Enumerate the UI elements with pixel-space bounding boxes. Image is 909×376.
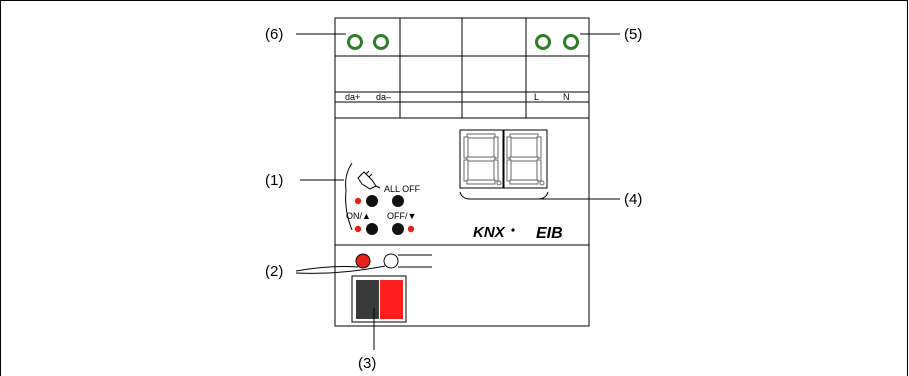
switch-dark-half[interactable]	[356, 280, 379, 319]
digit-frame-right	[502, 129, 548, 189]
digit-frame-left	[459, 129, 505, 189]
all-off-label: ALL OFF	[384, 184, 421, 194]
knx-logo: KNX	[473, 224, 506, 241]
manual-hand-icon	[357, 170, 381, 190]
callout-5: (5)	[624, 26, 642, 43]
terminal-label-da-minus: da–	[376, 92, 391, 102]
status-led-off	[383, 253, 399, 269]
on-up-label: ON/▲	[346, 211, 371, 221]
status-led-red	[355, 253, 371, 269]
terminal-da-minus-screw[interactable]	[373, 34, 389, 50]
slide-switch[interactable]	[351, 275, 407, 323]
led-manual	[354, 197, 362, 205]
callout-3: (3)	[358, 355, 376, 372]
callout-6: (6)	[265, 26, 283, 43]
terminal-da-plus-screw[interactable]	[347, 34, 363, 50]
terminal-label-da-plus: da+	[345, 92, 360, 102]
off-down-label: OFF/▼	[387, 211, 416, 221]
digit-right	[506, 133, 545, 186]
seven-segment-display	[459, 129, 549, 200]
terminal-label-l: L	[534, 92, 539, 102]
device-body	[334, 17, 590, 327]
terminal-screws	[347, 34, 579, 50]
callout-1: (1)	[265, 172, 283, 189]
controls-bracket	[345, 162, 353, 231]
callout-lines	[295, 33, 620, 350]
eib-logo: EIB	[536, 225, 563, 242]
display-bracket	[459, 191, 549, 200]
all-off-button[interactable]	[392, 195, 404, 207]
manual-button[interactable]	[366, 195, 378, 207]
led-off	[407, 225, 415, 233]
led-on	[354, 225, 362, 233]
terminal-label-n: N	[563, 92, 570, 102]
terminal-n-screw[interactable]	[563, 34, 579, 50]
control-panel: ALL OFF ON/▲ OFF/▼	[345, 162, 421, 235]
on-up-button[interactable]	[366, 223, 378, 235]
switch-red-half[interactable]	[380, 280, 403, 319]
callout-line-2b	[295, 265, 386, 274]
terminal-l-screw[interactable]	[535, 34, 551, 50]
digit-left	[463, 133, 502, 186]
callout-2: (2)	[265, 263, 283, 280]
callout-line-2a	[295, 266, 359, 272]
callout-4: (4)	[624, 191, 642, 208]
off-down-button[interactable]	[392, 223, 404, 235]
knx-logo-dot	[511, 228, 515, 232]
